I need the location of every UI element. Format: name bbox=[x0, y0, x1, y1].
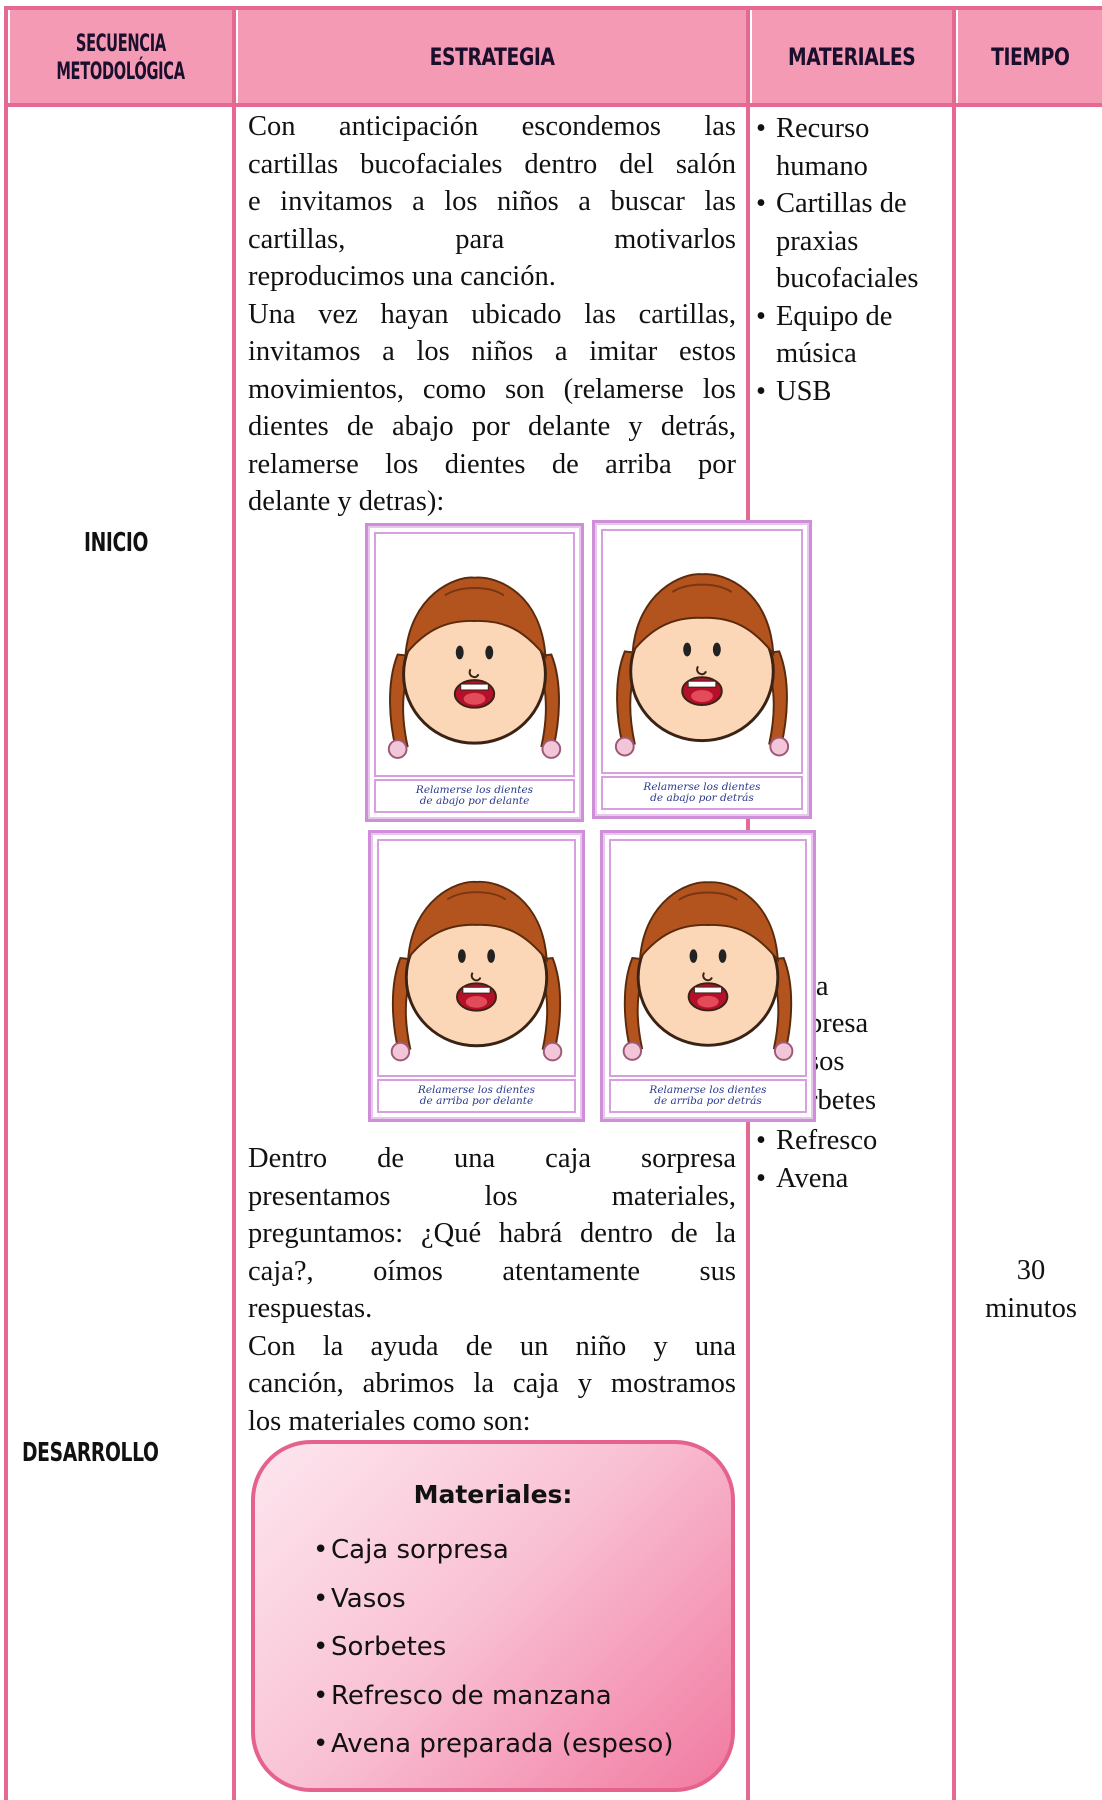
col-border-left bbox=[4, 6, 8, 1800]
materials-box: Materiales: Caja sorpresa Vasos Sorbetes… bbox=[251, 1440, 735, 1792]
table-top-border bbox=[4, 6, 1102, 10]
girl-face-icon bbox=[614, 573, 790, 757]
materials-box-list: Caja sorpresa Vasos Sorbetes Refresco de… bbox=[313, 1526, 673, 1769]
flash-card: Relamerse los dientes de abajo por delan… bbox=[365, 523, 584, 822]
card-image-frame bbox=[609, 839, 807, 1077]
card-image-frame bbox=[601, 529, 803, 774]
material-fragment: presa bbox=[808, 1008, 869, 1039]
list-item: Avena bbox=[756, 1160, 946, 1198]
list-item: Vasos bbox=[313, 1575, 673, 1624]
list-item-continued: música bbox=[776, 338, 857, 369]
header-materials: MATERIALES bbox=[752, 10, 952, 103]
text-line: invitamos a los niños a imitar estos bbox=[248, 336, 736, 367]
inicio-materials-list: Recurso humano Cartillas de praxias buco… bbox=[756, 110, 946, 410]
card-caption: Relamerse los dientes de abajo por delan… bbox=[374, 779, 575, 813]
girl-face-icon bbox=[390, 880, 563, 1062]
flash-card: Relamerse los dientes de arriba por detr… bbox=[600, 830, 816, 1122]
list-item-continued: bucofaciales bbox=[776, 263, 919, 294]
list-item: Recurso bbox=[756, 110, 946, 148]
col-border-3 bbox=[952, 6, 956, 1800]
text-line: los materiales como son: bbox=[248, 1405, 531, 1437]
list-item: USB bbox=[756, 373, 946, 411]
time-unit: minutos bbox=[985, 1292, 1077, 1324]
text-line: respuestas. bbox=[248, 1293, 373, 1324]
card-caption: Relamerse los dientes de arriba por detr… bbox=[609, 1079, 807, 1113]
desarrollo-strategy-text: Dentro de una caja sorpresa presentamos … bbox=[248, 1140, 736, 1440]
header-strategy: ESTRATEGIA bbox=[238, 10, 746, 103]
text-line: dientes de abajo por delante y detrás, bbox=[248, 411, 736, 442]
text-line: canción, abrimos la caja y mostramos bbox=[248, 1368, 736, 1399]
materials-box-title: Materiales: bbox=[413, 1480, 573, 1509]
list-item-continued: humano bbox=[776, 150, 868, 182]
text-line: reproducimos una canción. bbox=[248, 261, 556, 292]
girl-face-icon bbox=[387, 576, 562, 759]
desarrollo-materials-list: Refresco Avena bbox=[756, 1122, 946, 1197]
card-image-frame bbox=[377, 839, 576, 1077]
card-caption-line1: Relamerse los dientes bbox=[643, 781, 761, 793]
text-line: cartillas bucofaciales dentro del salón bbox=[248, 148, 736, 180]
card-caption-line1: Relamerse los dientes bbox=[417, 1084, 536, 1096]
card-caption: Relamerse los dientes de abajo por detrá… bbox=[601, 776, 803, 810]
text-line: Con anticipación escondemos las bbox=[248, 111, 736, 142]
header-time: TIEMPO bbox=[958, 10, 1102, 103]
list-item: Refresco de manzana bbox=[313, 1672, 673, 1721]
text-line: relamerse los dientes de arriba por bbox=[248, 448, 736, 480]
card-caption: Relamerse los dientes de arriba por dela… bbox=[377, 1079, 576, 1113]
col-border-1 bbox=[232, 6, 236, 1800]
inicio-strategy-text: Con anticipación escondemos las cartilla… bbox=[248, 108, 736, 521]
text-line: presentamos los materiales, bbox=[248, 1180, 736, 1212]
text-line: Dentro de una caja sorpresa bbox=[248, 1143, 736, 1174]
list-item: Equipo de bbox=[756, 298, 946, 336]
list-item: Refresco bbox=[756, 1122, 946, 1160]
text-line: cartillas, para motivarlos bbox=[248, 223, 736, 255]
list-item: Caja sorpresa bbox=[313, 1526, 673, 1575]
girl-face-icon bbox=[622, 881, 794, 1061]
card-caption-line1: Relamerse los dientes bbox=[415, 784, 534, 796]
card-caption-line2: de abajo por delante bbox=[419, 795, 530, 807]
text-line: e invitamos a los niños a buscar las bbox=[248, 186, 736, 217]
text-line: caja?, oímos atentamente sus bbox=[248, 1255, 736, 1287]
card-caption-line2: de arriba por delante bbox=[419, 1095, 534, 1107]
card-caption-line2: de abajo por detrás bbox=[650, 792, 754, 804]
header-sequence-line2: METODOLÓGICA bbox=[56, 56, 186, 85]
time-value: 30 minutos bbox=[960, 1252, 1102, 1327]
text-line: preguntamos: ¿Qué habrá dentro de la bbox=[248, 1218, 736, 1249]
text-line: delante y detras): bbox=[248, 486, 445, 517]
flash-card: Relamerse los dientes de abajo por detrá… bbox=[592, 520, 812, 819]
list-item: Sorbetes bbox=[313, 1623, 673, 1672]
card-caption-line2: de arriba por detrás bbox=[654, 1095, 762, 1107]
card-caption-line1: Relamerse los dientes bbox=[649, 1084, 767, 1096]
text-line: movimientos, como son (relamerse los bbox=[248, 373, 736, 405]
list-item-continued: praxias bbox=[776, 225, 859, 257]
time-number: 30 bbox=[1016, 1255, 1046, 1286]
material-fragment: rbetes bbox=[808, 1085, 877, 1116]
phase-inicio: INICIO bbox=[84, 528, 149, 558]
header-sequence-line1: SECUENCIA bbox=[76, 28, 166, 57]
list-item: Cartillas de bbox=[756, 185, 946, 223]
phase-desarrollo: DESARROLLO bbox=[22, 1438, 159, 1468]
text-line: Con la ayuda de un niño y una bbox=[248, 1330, 736, 1362]
list-item: Avena preparada (espeso) bbox=[313, 1720, 673, 1769]
text-line: Una vez hayan ubicado las cartillas, bbox=[248, 298, 736, 330]
card-image-frame bbox=[374, 532, 575, 777]
header-bottom-border bbox=[4, 103, 1102, 107]
flash-card: Relamerse los dientes de arriba por dela… bbox=[368, 830, 585, 1122]
